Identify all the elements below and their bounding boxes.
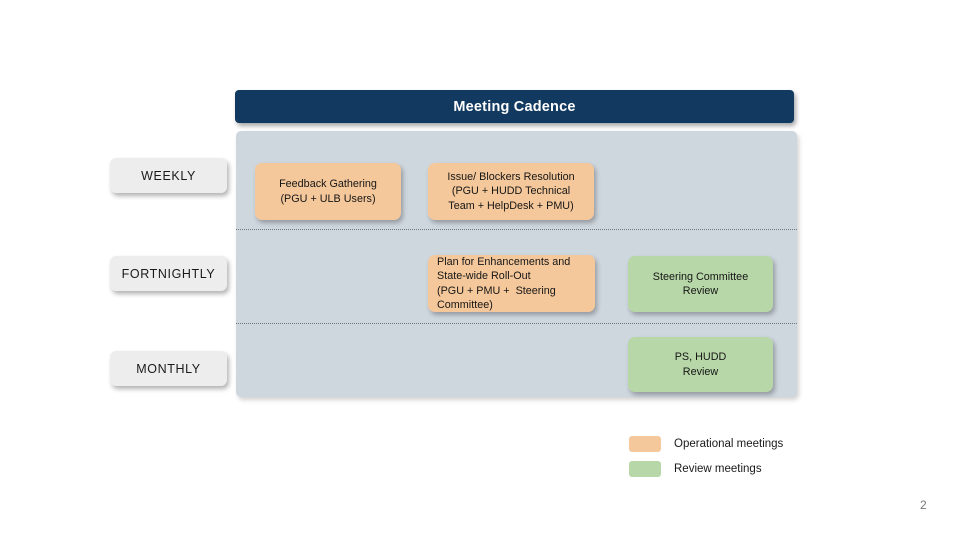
meeting-box-line: Steering Committee: [652, 270, 749, 283]
meeting-box-line: Review: [682, 285, 719, 297]
page-number: 2: [920, 498, 927, 512]
legend-swatch-operational-icon: [629, 436, 661, 452]
meeting-box-line: Committee): [437, 298, 493, 311]
cadence-label-fortnightly-text: FORTNIGHTLY: [121, 266, 216, 281]
row-divider-weekly-fortnightly: [236, 229, 797, 230]
row-divider-fortnightly-monthly: [236, 323, 797, 324]
cadence-label-fortnightly: FORTNIGHTLY: [110, 256, 227, 291]
meeting-box-line: (PGU + PMU + Steering: [437, 284, 556, 297]
meeting-box-plan-enhancements-rollout: Plan for Enhancements and State-wide Rol…: [428, 255, 595, 312]
cadence-label-weekly-text: WEEKLY: [141, 168, 196, 183]
legend-label-operational: Operational meetings: [674, 438, 784, 450]
meeting-box-line: Team + HelpDesk + PMU): [448, 199, 574, 212]
legend-item-review: Review meetings: [629, 461, 783, 477]
meeting-box-line: PS, HUDD: [674, 351, 727, 364]
slide-title-bar: Meeting Cadence: [235, 90, 794, 123]
meeting-box-feedback-gathering: Feedback Gathering (PGU + ULB Users): [255, 163, 401, 220]
legend-item-operational: Operational meetings: [629, 436, 783, 452]
cadence-label-weekly: WEEKLY: [110, 158, 227, 193]
meeting-box-ps-hudd-review: PS, HUDD Review: [628, 337, 773, 392]
cadence-label-monthly-text: MONTHLY: [136, 361, 201, 376]
meeting-box-line: State-wide Roll-Out: [437, 270, 531, 283]
meeting-box-line: (PGU + HUDD Technical: [451, 185, 571, 198]
page-title: Meeting Cadence: [453, 98, 576, 115]
meeting-box-steering-committee-review: Steering Committee Review: [628, 256, 773, 312]
legend-swatch-review-icon: [629, 461, 661, 477]
meeting-box-line: (PGU + ULB Users): [280, 192, 376, 205]
meeting-box-line: Review: [682, 365, 719, 378]
meeting-box-issue-blockers-resolution: Issue/ Blockers Resolution (PGU + HUDD T…: [428, 163, 594, 220]
legend: Operational meetings Review meetings: [629, 436, 783, 477]
legend-label-review: Review meetings: [674, 463, 762, 475]
meeting-box-line: Plan for Enhancements and: [437, 255, 571, 268]
cadence-label-monthly: MONTHLY: [110, 351, 227, 386]
meeting-box-line: Issue/ Blockers Resolution: [447, 170, 575, 183]
meeting-box-line: Feedback Gathering: [279, 178, 377, 191]
